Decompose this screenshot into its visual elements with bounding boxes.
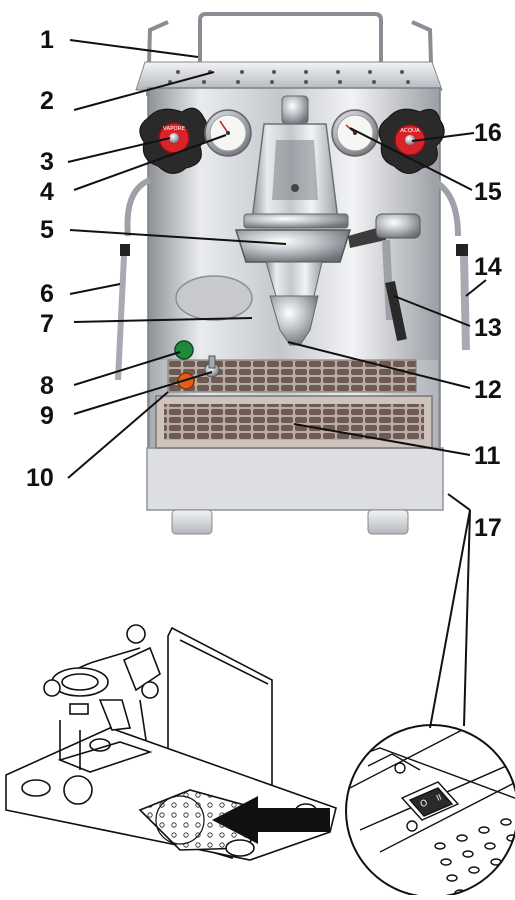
callout-4: 4	[40, 178, 54, 206]
callout-11: 11	[474, 442, 501, 470]
machine-base	[146, 447, 444, 511]
heating-lamp-orange	[177, 372, 195, 390]
leader-10	[67, 391, 169, 479]
foot-right	[367, 509, 409, 535]
leader-4	[73, 134, 227, 191]
leader-8	[73, 351, 181, 386]
callout-17: 17	[474, 514, 502, 542]
leader-13	[393, 295, 471, 327]
callout-1: 1	[40, 26, 54, 54]
leader-5	[69, 229, 287, 245]
portafilter	[234, 213, 421, 346]
callout-16: 16	[474, 119, 502, 147]
water-knob: ACQUA	[378, 108, 445, 174]
leader-7	[73, 317, 253, 323]
leader-12	[287, 341, 471, 389]
leader-17b	[429, 509, 471, 729]
power-lamp-green	[174, 340, 194, 360]
leader-11	[293, 423, 471, 456]
callout-2: 2	[40, 87, 54, 115]
pump-pressure-gauge	[331, 109, 379, 157]
leader-lines	[67, 39, 487, 729]
leader-14	[465, 279, 487, 297]
leader-16	[411, 132, 475, 142]
switch-mark-on: II	[435, 793, 443, 803]
brand-plate	[175, 275, 253, 321]
callout-8: 8	[40, 372, 54, 400]
machine-photo: VAPORE ACQUA	[115, 12, 470, 535]
hot-water-wand	[430, 177, 470, 351]
leader-2	[73, 71, 215, 111]
callout-7: 7	[40, 310, 54, 338]
steam-wand	[115, 177, 152, 381]
drip-tray-grate	[164, 404, 424, 440]
foot-left	[171, 509, 213, 535]
leader-6	[69, 283, 121, 295]
callout-10: 10	[26, 464, 54, 492]
callout-9: 9	[40, 402, 54, 430]
callout-14: 14	[474, 253, 502, 281]
steam-knob: VAPORE	[139, 107, 209, 174]
boiler-pressure-gauge	[204, 109, 252, 157]
steam-knob-text: VAPORE	[163, 126, 186, 132]
callout-5: 5	[40, 216, 54, 244]
leader-1	[69, 39, 199, 58]
callout-3: 3	[40, 148, 54, 176]
power-switch-detail: O II	[345, 724, 515, 898]
leader-9	[73, 371, 213, 415]
leader-3	[67, 137, 171, 163]
leader-17a	[447, 493, 471, 511]
leader-17c	[463, 509, 471, 727]
brew-group	[243, 95, 349, 229]
water-knob-text: ACQUA	[400, 128, 420, 134]
pointer-arrow	[212, 796, 330, 844]
leader-15	[349, 127, 473, 191]
callout-13: 13	[474, 314, 502, 342]
callout-15: 15	[474, 178, 502, 206]
cup-warmer-tray	[135, 61, 443, 91]
callout-6: 6	[40, 280, 54, 308]
cup-warmer-holes	[168, 70, 410, 84]
switch-mark-off: O	[419, 798, 430, 810]
callout-12: 12	[474, 376, 502, 404]
tamper-holder	[382, 239, 407, 342]
